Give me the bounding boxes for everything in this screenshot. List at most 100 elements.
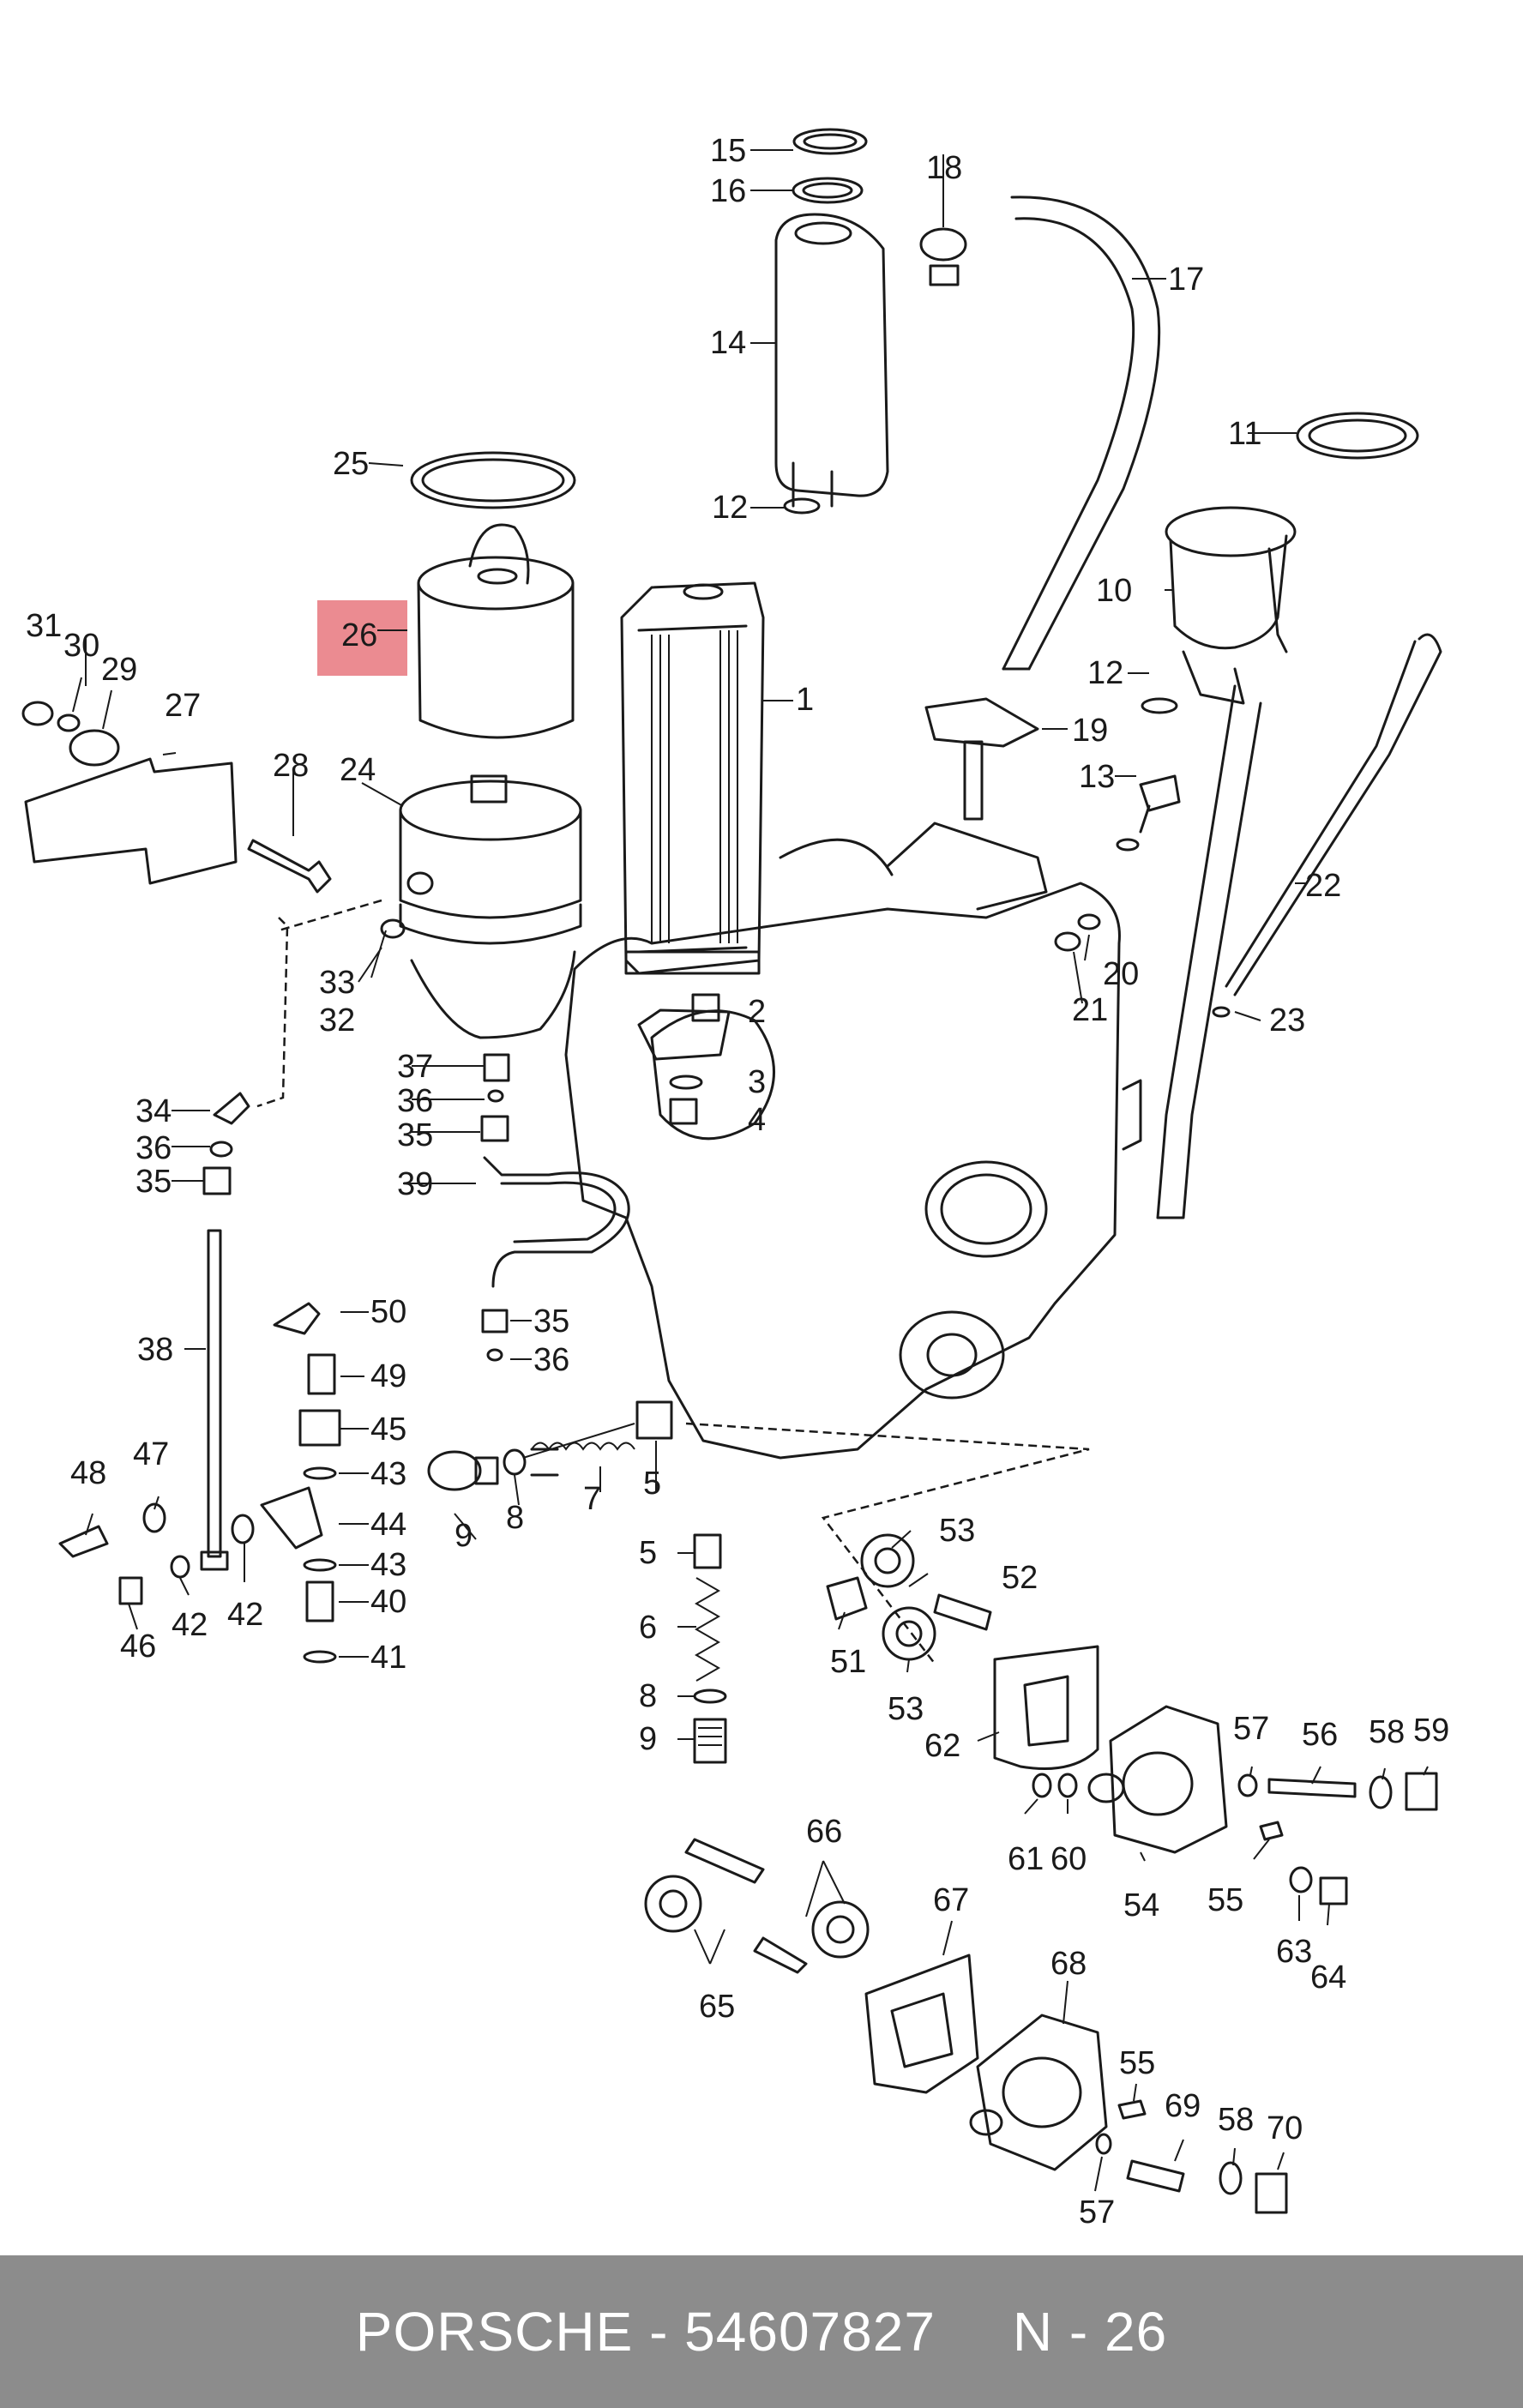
part-label-9a: 9	[454, 1518, 473, 1554]
exploded-parts-diagram: 15 16 18 17 14 11 12 25 10 26 12 1 31 30…	[21, 128, 1449, 2230]
part-label-10: 10	[1096, 573, 1132, 609]
part-label-49: 49	[370, 1358, 406, 1394]
separator: -	[649, 2301, 669, 2363]
pump-stud-part	[1237, 1772, 1438, 1905]
dipstick-part	[1212, 633, 1442, 1018]
oil-filter-element-part	[410, 451, 576, 739]
bolt-part	[1116, 697, 1181, 852]
temperature-sender-part	[58, 1502, 255, 1605]
part-label-43a: 43	[370, 1456, 406, 1492]
part-label-52: 52	[1002, 1560, 1038, 1596]
leader-lines	[72, 149, 1429, 2192]
union-part	[202, 1092, 250, 1195]
part-label-24: 24	[340, 752, 376, 788]
part-label-46: 46	[120, 1628, 156, 1665]
part-label-11: 11	[1228, 416, 1261, 452]
part-label-55b: 55	[1119, 2045, 1155, 2081]
part-label-60: 60	[1050, 1841, 1087, 1877]
part-label-14: 14	[710, 325, 746, 361]
part-label-23: 23	[1269, 1002, 1305, 1038]
part-number: 54607827	[684, 2301, 936, 2363]
part-labels: 15 16 18 17 14 11 12 25 10 26 12 1 31 30…	[26, 133, 1449, 2230]
part-label-4: 4	[748, 1102, 766, 1138]
part-label-9b: 9	[639, 1721, 657, 1757]
hose-clamp-part	[919, 227, 967, 286]
part-label-33: 33	[319, 965, 355, 1001]
part-label-22: 22	[1305, 868, 1341, 904]
part-label-29: 29	[101, 652, 137, 688]
part-label-26: 26	[341, 617, 377, 653]
part-label-12a: 12	[712, 490, 748, 526]
part-label-36a: 36	[397, 1083, 433, 1119]
part-label-6: 6	[639, 1610, 657, 1646]
part-label-32: 32	[319, 1002, 355, 1038]
part-label-27: 27	[165, 688, 201, 724]
oil-pipe-part	[200, 1229, 229, 1571]
part-label-53a: 53	[939, 1513, 975, 1549]
part-label-51: 51	[830, 1644, 866, 1680]
washer-part	[1054, 913, 1101, 952]
part-label-68: 68	[1050, 1946, 1087, 1982]
part-label-70: 70	[1267, 2110, 1303, 2146]
pump-gasket-part	[993, 1645, 1099, 1770]
part-label-41: 41	[370, 1640, 406, 1676]
part-label-13: 13	[1079, 759, 1115, 795]
filter-bracket-part	[21, 701, 238, 885]
part-label-30: 30	[63, 628, 99, 664]
part-label-16: 16	[710, 173, 746, 209]
part-label-15: 15	[710, 133, 746, 169]
fitting-part	[480, 1053, 510, 1362]
part-label-8a: 8	[506, 1500, 524, 1536]
part-label-53b: 53	[888, 1691, 924, 1727]
part-label-38: 38	[137, 1332, 173, 1368]
part-label-69: 69	[1165, 2088, 1201, 2124]
part-label-40: 40	[370, 1584, 406, 1620]
bolt-part	[247, 839, 332, 894]
part-label-37: 37	[397, 1049, 433, 1085]
pump-cover-part	[637, 993, 731, 1125]
part-label-54: 54	[1123, 1887, 1159, 1923]
part-label-66: 66	[806, 1814, 842, 1850]
part-label-5b: 5	[639, 1535, 657, 1571]
part-label-59: 59	[1413, 1713, 1449, 1749]
oil-filter-housing-part	[380, 774, 582, 1039]
oil-pressure-switch-part	[260, 1302, 341, 1664]
part-label-8b: 8	[639, 1678, 657, 1714]
part-label-47: 47	[133, 1436, 169, 1472]
part-label-36c: 36	[533, 1342, 569, 1378]
highlight-part-26	[317, 600, 407, 676]
part-label-61: 61	[1008, 1841, 1044, 1877]
part-label-2: 2	[748, 994, 766, 1030]
part-label-7: 7	[583, 1481, 601, 1517]
part-label-45: 45	[370, 1412, 406, 1448]
part-label-34: 34	[135, 1093, 172, 1129]
part-label-58a: 58	[1369, 1714, 1405, 1750]
part-label-35b: 35	[135, 1164, 172, 1200]
breather-hose-part	[1002, 196, 1161, 671]
part-label-31: 31	[26, 608, 62, 644]
oil-pump-housing-part	[1032, 1705, 1228, 1854]
part-label-39: 39	[397, 1166, 433, 1202]
part-label-64: 64	[1310, 1960, 1346, 1996]
part-label-44: 44	[370, 1507, 406, 1543]
part-label-55a: 55	[1207, 1882, 1243, 1918]
part-label-18: 18	[926, 150, 962, 186]
part-label-57a: 57	[1233, 1711, 1269, 1747]
relief-valve-part	[427, 1400, 673, 1491]
part-label-67: 67	[933, 1882, 969, 1918]
part-label-17: 17	[1168, 262, 1204, 298]
part-label-42b: 42	[227, 1597, 263, 1633]
part-label-62: 62	[924, 1728, 960, 1764]
oil-filler-part	[1156, 506, 1297, 1219]
part-label-19: 19	[1072, 713, 1108, 749]
brand-label: PORSCHE	[355, 2301, 634, 2363]
part-label-28: 28	[273, 748, 309, 784]
pump-gear-part	[826, 1533, 992, 1661]
part-label-35a: 35	[397, 1117, 433, 1153]
pump-gasket-part	[864, 1953, 979, 2094]
part-label-50: 50	[370, 1294, 406, 1330]
part-label-42a: 42	[172, 1607, 208, 1643]
pump-stud-part	[1095, 2099, 1288, 2214]
part-label-25: 25	[333, 446, 369, 482]
